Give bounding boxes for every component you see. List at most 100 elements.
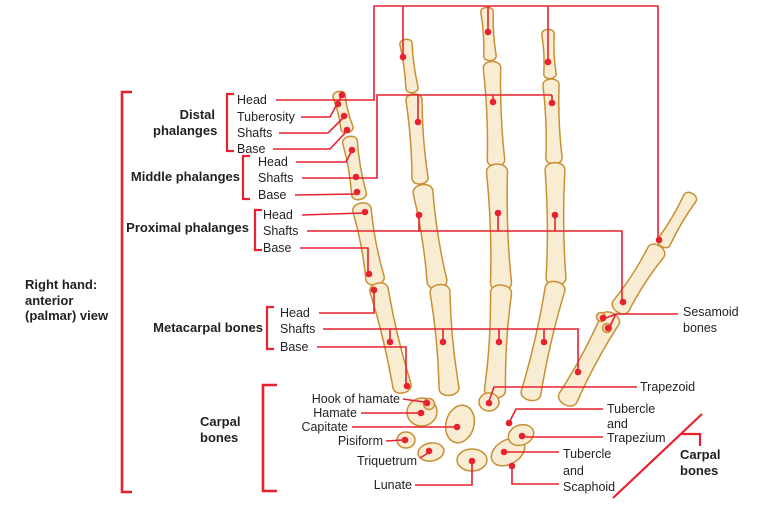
leader-metacarpal-head bbox=[319, 292, 375, 314]
leader-dot bbox=[365, 270, 373, 278]
leader-dot bbox=[386, 338, 394, 346]
label-line: Tubercle bbox=[607, 402, 656, 416]
bone-thumb-distal-phalanx bbox=[656, 191, 698, 249]
leader-dot bbox=[453, 423, 461, 431]
leader-lines-group bbox=[273, 5, 678, 486]
brackets-group bbox=[120, 90, 703, 499]
leader-dot bbox=[439, 338, 447, 346]
leader-trapezoid bbox=[488, 386, 637, 402]
item-proximal-head: Head bbox=[263, 208, 293, 222]
bone-middle-proximal-phalanx bbox=[485, 163, 513, 292]
proximal-phalanges-bracket bbox=[253, 208, 262, 252]
label-line: bones bbox=[680, 462, 719, 478]
bone-index-distal-phalanx bbox=[541, 28, 557, 80]
leader-metacarpal-base bbox=[317, 346, 407, 384]
item-distal-base: Base bbox=[237, 142, 266, 156]
label-tubercle-and-scaphoid: Tubercle and Scaphoid bbox=[563, 446, 615, 496]
group-label-line: Carpal bbox=[200, 414, 241, 429]
group-label-line: Distal bbox=[179, 107, 215, 122]
item-middle-head: Head bbox=[258, 155, 288, 169]
label-line: Scaphoid bbox=[563, 480, 616, 494]
group-label-line: bones bbox=[200, 430, 239, 445]
leader-dot bbox=[468, 457, 476, 465]
label-carpal-bones-right: Carpal bones bbox=[680, 447, 720, 478]
leader-dot bbox=[484, 28, 492, 36]
leader-pisiform bbox=[385, 439, 403, 442]
item-metacarpal-head: Head bbox=[280, 306, 310, 320]
bone-thumb-proximal-phalanx bbox=[611, 243, 666, 315]
leader-dot bbox=[604, 324, 612, 332]
leader-middle-head bbox=[296, 151, 352, 163]
leader-dot bbox=[352, 173, 360, 181]
metacarpal-bones-bracket bbox=[265, 305, 274, 351]
label-sesamoid-bones: Sesamoid bones bbox=[683, 304, 739, 336]
item-distal-shafts: Shafts bbox=[237, 126, 273, 140]
leader-dot bbox=[495, 338, 503, 346]
item-proximal-base: Base bbox=[263, 241, 292, 255]
leader-middle-shafts-rail bbox=[302, 94, 552, 179]
leader-triquetrum bbox=[419, 452, 429, 459]
item-capitate: Capitate bbox=[301, 420, 348, 434]
leader-proximal-head bbox=[301, 212, 364, 216]
group-label-carpal-bones-left: Carpal bones bbox=[200, 414, 240, 446]
leader-dot bbox=[403, 382, 411, 390]
bone-ring-proximal-phalanx bbox=[412, 183, 448, 290]
leader-tubercle-of-trapezium bbox=[509, 408, 603, 422]
leader-dot bbox=[489, 98, 497, 106]
item-distal-tuberosity: Tuberosity bbox=[237, 110, 295, 124]
label-trapezoid: Trapezoid bbox=[640, 380, 696, 394]
middle-phalanges-bracket bbox=[241, 154, 250, 201]
item-pisiform: Pisiform bbox=[337, 434, 383, 448]
carpal-bones-right-bracket bbox=[612, 413, 703, 499]
view-title-line2: anterior bbox=[25, 292, 74, 308]
group-label-metacarpal-bones: Metacarpal bones bbox=[153, 320, 263, 335]
leader-dot bbox=[518, 432, 526, 440]
leader-distal-shafts bbox=[279, 117, 344, 134]
leader-dot bbox=[370, 286, 378, 294]
bone-middle-middle-phalanx bbox=[482, 60, 506, 168]
leader-proximal-shafts-rail bbox=[307, 230, 623, 300]
item-triquetrum: Triquetrum bbox=[357, 454, 417, 468]
group-label-middle-phalanges: Middle phalanges bbox=[130, 169, 240, 184]
leader-dot bbox=[343, 126, 351, 134]
leader-dot bbox=[540, 338, 548, 346]
leader-dot bbox=[399, 53, 407, 61]
leader-dot bbox=[500, 448, 508, 456]
leader-dot bbox=[508, 462, 516, 470]
leader-dot bbox=[494, 209, 502, 217]
leader-dot bbox=[551, 211, 559, 219]
item-hamate: Hamate bbox=[313, 406, 357, 420]
leader-dot bbox=[361, 208, 369, 216]
leader-scaphoid bbox=[511, 468, 559, 485]
leader-dot bbox=[544, 58, 552, 66]
leader-sesamoid-b bbox=[609, 313, 617, 327]
label-line: Trapezium bbox=[607, 431, 666, 445]
bones-group bbox=[332, 6, 698, 407]
leader-distal-base bbox=[273, 131, 347, 150]
group-label-line: phalanges bbox=[153, 122, 218, 138]
leader-dot bbox=[425, 447, 433, 455]
carpal-bones-right-bracket-tick bbox=[681, 432, 702, 446]
label-line: and bbox=[563, 463, 584, 478]
leader-dot bbox=[423, 399, 431, 407]
leader-dot bbox=[340, 112, 348, 120]
label-line: and bbox=[607, 416, 628, 431]
leader-dot bbox=[353, 188, 361, 196]
leader-dot bbox=[348, 146, 356, 154]
leader-dot bbox=[655, 236, 663, 244]
leader-metacarpal-shafts-rail bbox=[323, 328, 579, 370]
leader-proximal-base bbox=[300, 247, 369, 272]
leader-dot bbox=[619, 298, 627, 306]
group-label-proximal-phalanges: Proximal phalanges bbox=[126, 220, 249, 235]
leader-dot bbox=[415, 211, 423, 219]
item-middle-shafts: Shafts bbox=[258, 171, 294, 185]
item-hook-of-hamate: Hook of hamate bbox=[311, 392, 400, 406]
item-distal-head: Head bbox=[237, 93, 267, 107]
label-line: Carpal bbox=[680, 447, 721, 462]
leader-dot bbox=[414, 118, 422, 126]
leader-dot bbox=[334, 100, 342, 108]
leader-lunate bbox=[415, 464, 473, 486]
view-title: Right hand: anterior (palmar) view bbox=[25, 277, 135, 324]
